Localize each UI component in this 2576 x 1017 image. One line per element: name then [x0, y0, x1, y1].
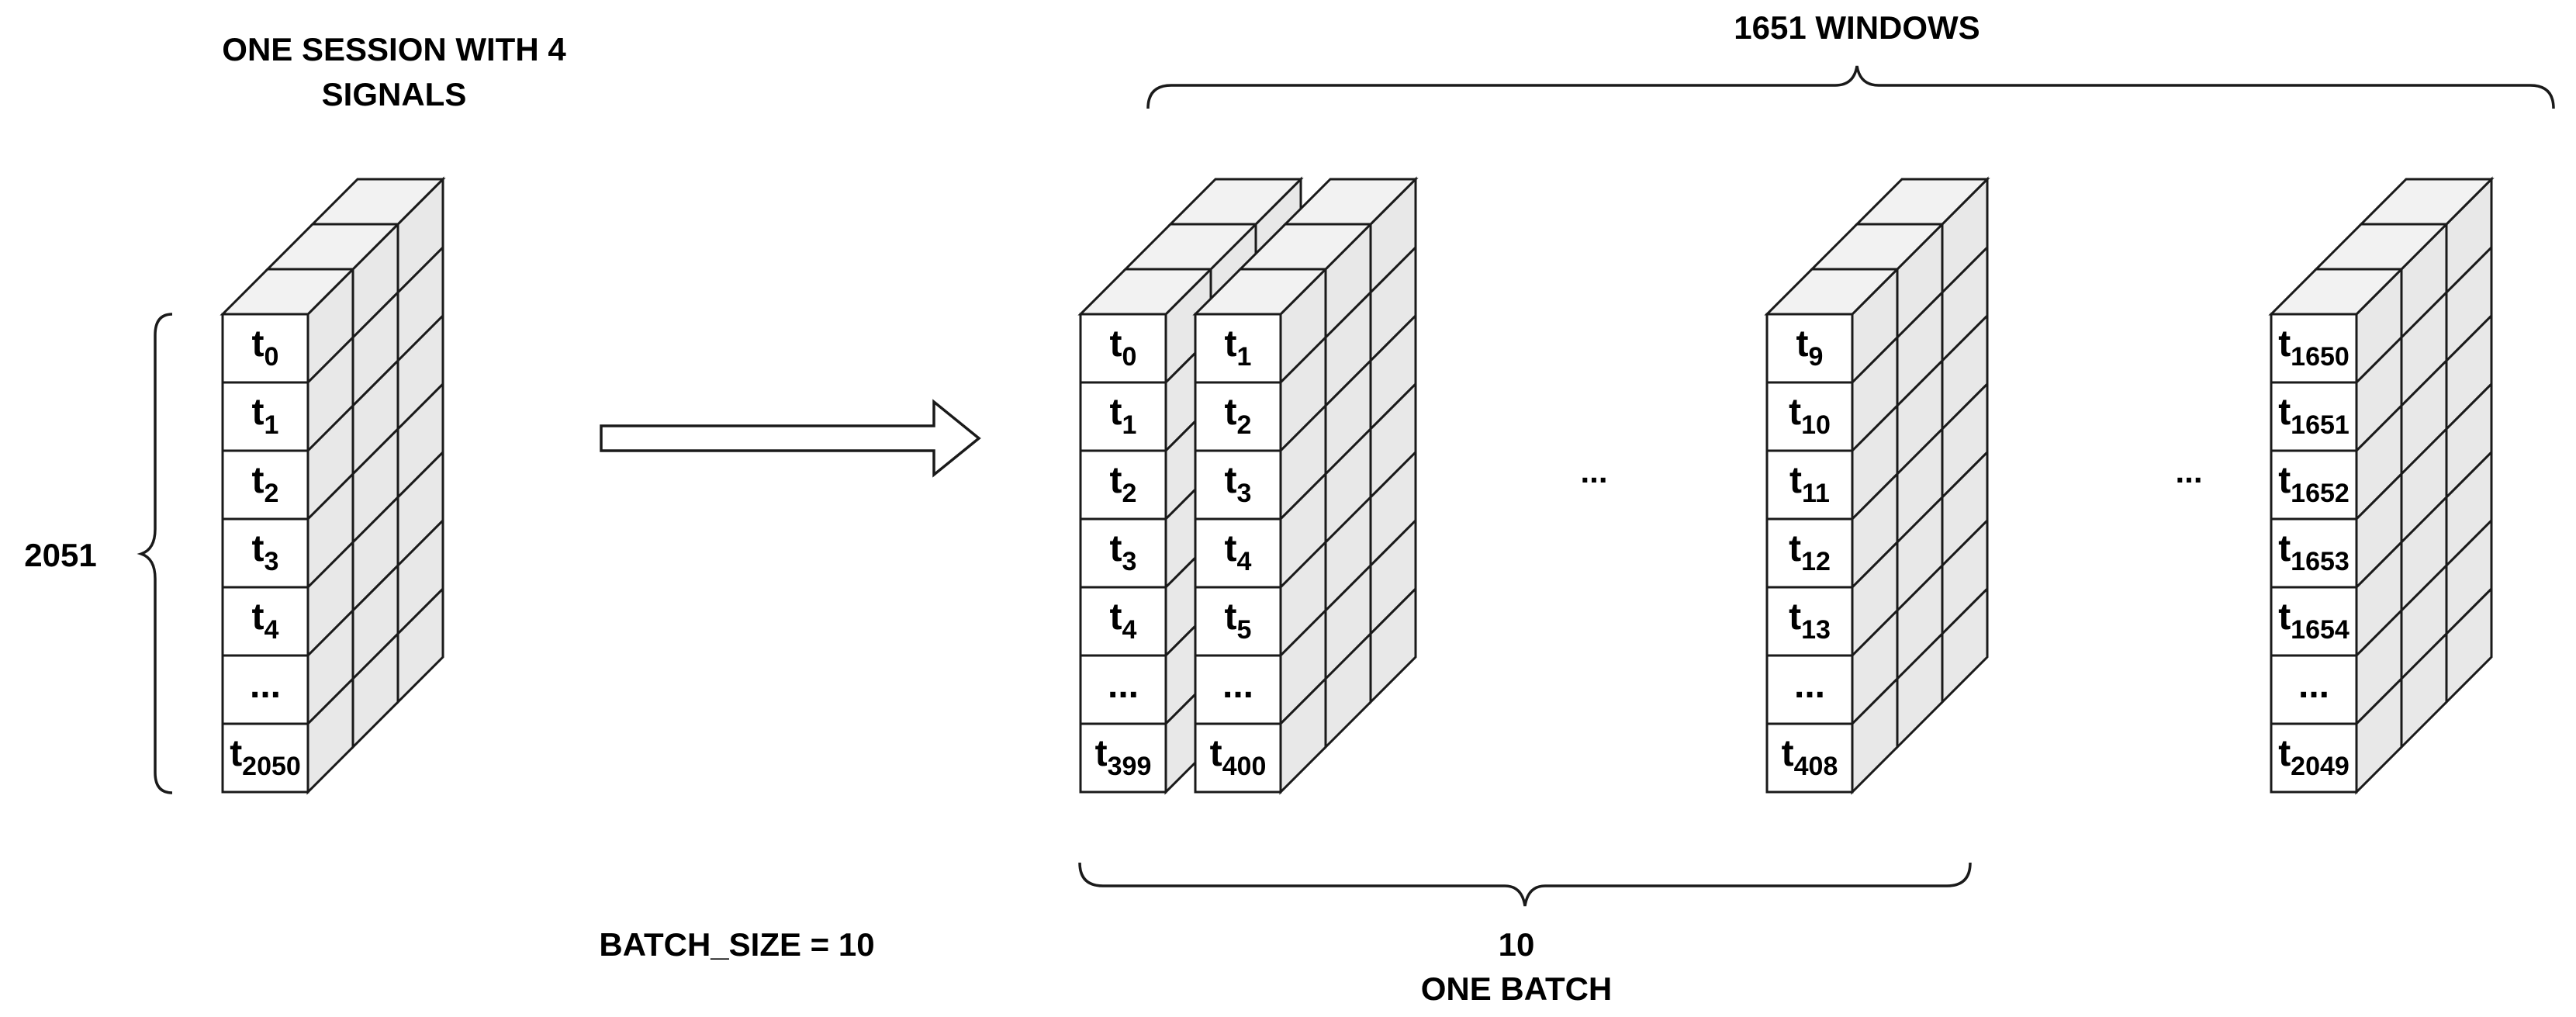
cell-front-face	[2270, 586, 2358, 657]
timestep-label: t12	[1789, 528, 1831, 576]
ellipsis-between-windows: ...	[1580, 453, 1607, 489]
session-title-line2: SIGNALS	[322, 76, 467, 112]
batch-count-label: 10	[1499, 926, 1535, 963]
timestep-label: t9	[1796, 323, 1824, 372]
timestep-label: t1650	[2278, 323, 2350, 372]
timestep-label: t1	[1110, 392, 1137, 440]
cell-front-face	[221, 449, 309, 521]
cell-front-face	[1079, 586, 1167, 657]
cell-front-face	[1194, 381, 1282, 452]
timestep-label: t2	[252, 460, 279, 508]
cell-front-face	[1765, 654, 1854, 725]
session-stack: t0 t1 t2 t3 t4... t2050	[220, 176, 446, 795]
timestep-label: t1652	[2278, 460, 2350, 508]
cell-front-face	[1079, 517, 1167, 589]
window-stack-2: t1 t2 t3 t4 t5... t400	[1192, 176, 1419, 795]
timestep-label: t5	[1225, 597, 1252, 645]
window-stack-last: t1650 t1651 t1652 t1653 t1654... t2049	[2268, 176, 2495, 795]
session-length-brace	[137, 313, 173, 794]
timestep-label: t1653	[2278, 528, 2350, 576]
session-length-label: 2051	[24, 537, 96, 573]
transform-arrow	[600, 399, 981, 478]
timestep-label: t0	[252, 323, 279, 372]
timestep-label: t3	[252, 528, 279, 576]
cell-front-face	[1765, 449, 1854, 521]
timestep-label: t400	[1210, 733, 1267, 781]
session-title-line1: ONE SESSION WITH 4	[222, 31, 566, 67]
timestep-label: t408	[1782, 733, 1838, 781]
timestep-label: t11	[1789, 460, 1830, 508]
cell-front-face	[221, 586, 309, 657]
timestep-label: t2049	[2278, 733, 2350, 781]
cell-front-face	[1194, 722, 1282, 794]
cell-front-face	[221, 722, 309, 794]
cell-front-face	[2270, 654, 2358, 725]
timestep-label: t10	[1789, 392, 1831, 440]
cell-front-face	[2270, 449, 2358, 521]
window-stack-10: t9 t10 t11 t12 t13... t408	[1764, 176, 1990, 795]
timestep-label: t2	[1225, 392, 1252, 440]
cell-front-face	[1079, 381, 1167, 452]
cell-front-face	[1079, 722, 1167, 794]
timestep-label: t3	[1110, 528, 1137, 576]
timestep-label: t1	[1225, 323, 1252, 372]
batch-size-label: BATCH_SIZE = 10	[599, 926, 874, 963]
batch-title-label: ONE BATCH	[1421, 970, 1613, 1007]
cell-front-face	[1079, 449, 1167, 521]
cell-front-face	[221, 517, 309, 589]
cell-front-face	[1765, 517, 1854, 589]
timestep-label: t1	[252, 392, 279, 440]
timestep-label: t399	[1095, 733, 1152, 781]
windows-brace	[1146, 65, 2555, 109]
ellipsis-before-last-window: ...	[2175, 453, 2202, 489]
timestep-label: t4	[252, 597, 279, 645]
cell-front-face	[2270, 313, 2358, 384]
cell-front-face	[1194, 586, 1282, 657]
timestep-label: t2050	[230, 733, 301, 781]
timestep-label: t0	[1110, 323, 1137, 372]
timestep-label: ...	[2298, 665, 2329, 706]
timestep-label: t1651	[2278, 392, 2350, 440]
cell-front-face	[2270, 722, 2358, 794]
batch-brace	[1078, 862, 1972, 907]
timestep-label: t1654	[2278, 597, 2350, 645]
cell-front-face	[1079, 313, 1167, 384]
timestep-label: t2	[1110, 460, 1137, 508]
timestep-label: ...	[1108, 665, 1139, 706]
cell-front-face	[2270, 517, 2358, 589]
cell-front-face	[1194, 654, 1282, 725]
cell-front-face	[2270, 381, 2358, 452]
timestep-label: t3	[1225, 460, 1252, 508]
timestep-label: ...	[250, 665, 281, 706]
timestep-label: t4	[1225, 528, 1252, 576]
cell-front-face	[1765, 381, 1854, 452]
cell-front-face	[1765, 722, 1854, 794]
timestep-label: t4	[1110, 597, 1137, 645]
windows-count-label: 1651 WINDOWS	[1734, 9, 1980, 46]
cell-front-face	[1765, 313, 1854, 384]
stacks-layer: t0t1t2t3t4...t2050t0t1t2t3t4...t399t1t2t…	[220, 176, 2495, 795]
timestep-label: ...	[1794, 665, 1825, 706]
timestep-label: t13	[1789, 597, 1831, 645]
timestep-label: ...	[1222, 665, 1253, 706]
cell-front-face	[1194, 313, 1282, 384]
